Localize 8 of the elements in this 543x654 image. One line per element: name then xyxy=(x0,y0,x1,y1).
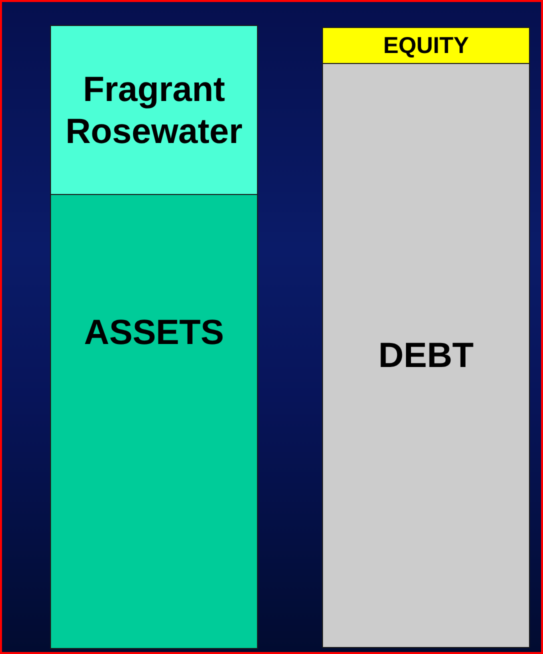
asset-bar xyxy=(50,194,258,649)
node-label: Fragrant Rosewater xyxy=(64,68,244,152)
debt-bar xyxy=(322,63,530,648)
label-box xyxy=(50,25,258,196)
node-label: DEBT xyxy=(377,334,475,376)
equity-bar xyxy=(322,27,530,65)
node-label: EQUITY xyxy=(382,32,470,60)
node-label: ASSETS xyxy=(82,312,226,354)
